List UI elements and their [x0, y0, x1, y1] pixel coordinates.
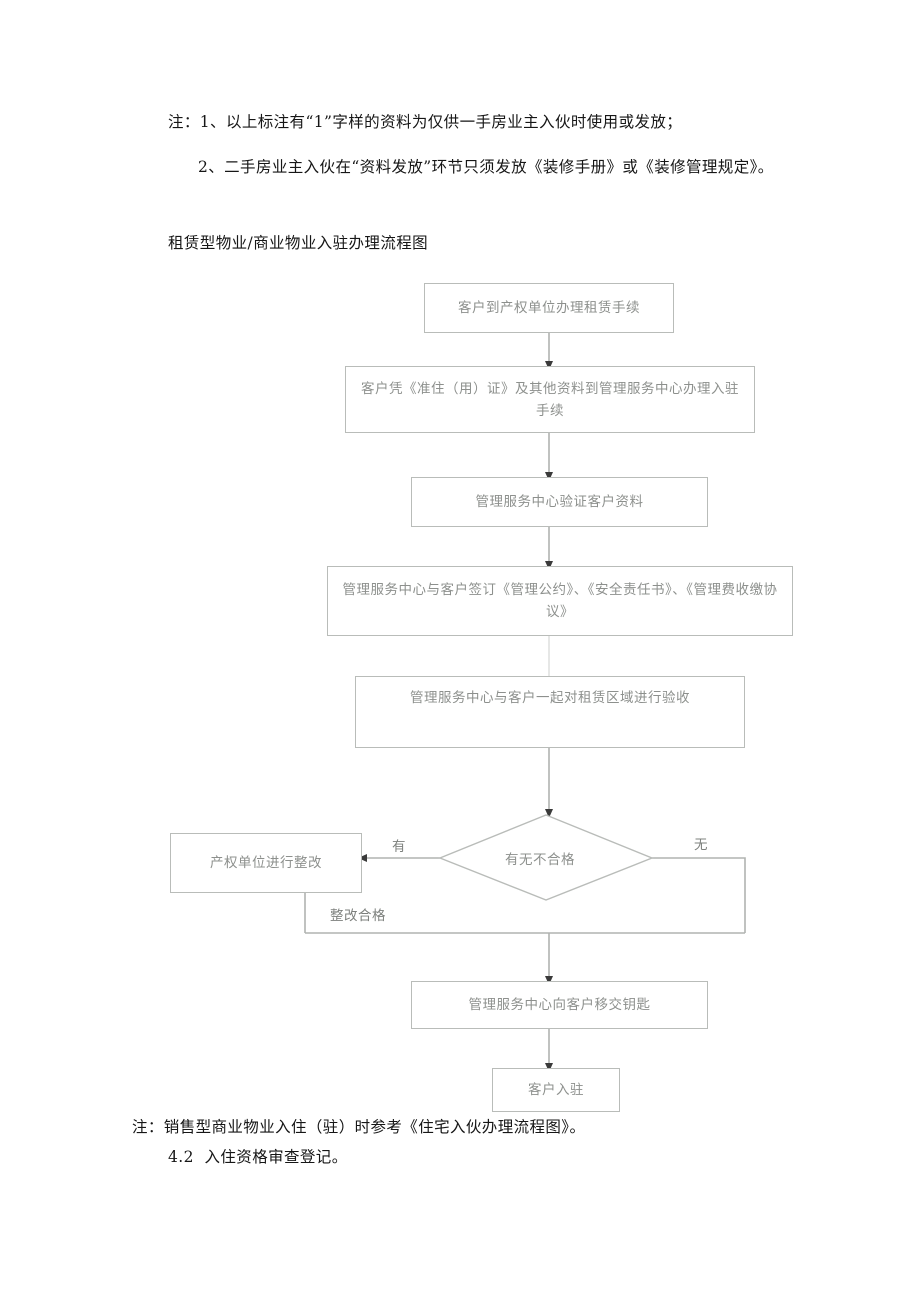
flow-node-text: 管理服务中心向客户移交钥匙 [468, 997, 651, 1013]
flow-node-joint-acceptance: 管理服务中心与客户一起对租赁区域进行验收 [355, 676, 745, 748]
flow-node-sign-agreements: 管理服务中心与客户签订《管理公约》、《安全责任书》、《管理费收缴协议》 [327, 566, 793, 636]
top-note-line-2: 2、二手房业主入伙在“资料发放”环节只须发放《装修手册》或《装修管理规定》。 [198, 158, 774, 176]
bottom-note-line-2: 4.2 入住资格审查登记。 [168, 1148, 348, 1166]
top-note-line-1: 注：1、以上标注有“1”字样的资料为仅供一手房业主入伙时使用或发放； [168, 113, 683, 131]
flow-node-text: 管理服务中心与客户签订《管理公约》、《安全责任书》、《管理费收缴协议》 [342, 582, 778, 620]
flow-node-rental-procedure: 客户到产权单位办理租赁手续 [424, 283, 674, 333]
flow-node-submit-documents: 客户凭《准住（用）证》及其他资料到管理服务中心办理入驻手续 [345, 366, 755, 433]
flow-node-verify-documents: 管理服务中心验证客户资料 [411, 477, 708, 527]
flow-node-defect-decision-label: 有无不合格 [505, 852, 575, 868]
flow-node-handover-keys: 管理服务中心向客户移交钥匙 [411, 981, 708, 1029]
flow-node-owner-rectify: 产权单位进行整改 [170, 833, 362, 893]
flowchart-title: 租赁型物业/商业物业入驻办理流程图 [168, 234, 429, 252]
edge-label-yes: 有 [392, 839, 406, 855]
flow-node-text: 管理服务中心验证客户资料 [475, 494, 644, 510]
flow-node-text: 管理服务中心与客户一起对租赁区域进行验收 [410, 690, 690, 706]
edge-label-rework-ok: 整改合格 [330, 908, 386, 924]
edge-label-no: 无 [694, 837, 708, 853]
flow-node-customer-move-in: 客户入驻 [492, 1068, 620, 1112]
flow-node-text: 客户入驻 [528, 1082, 584, 1098]
flow-node-text: 产权单位进行整改 [210, 855, 322, 871]
bottom-note-line-1: 注：销售型商业物业入住（驻）时参考《住宅入伙办理流程图》。 [132, 1118, 586, 1136]
flow-node-text: 客户凭《准住（用）证》及其他资料到管理服务中心办理入驻手续 [361, 380, 739, 419]
flow-node-text: 客户到产权单位办理租赁手续 [458, 300, 640, 316]
